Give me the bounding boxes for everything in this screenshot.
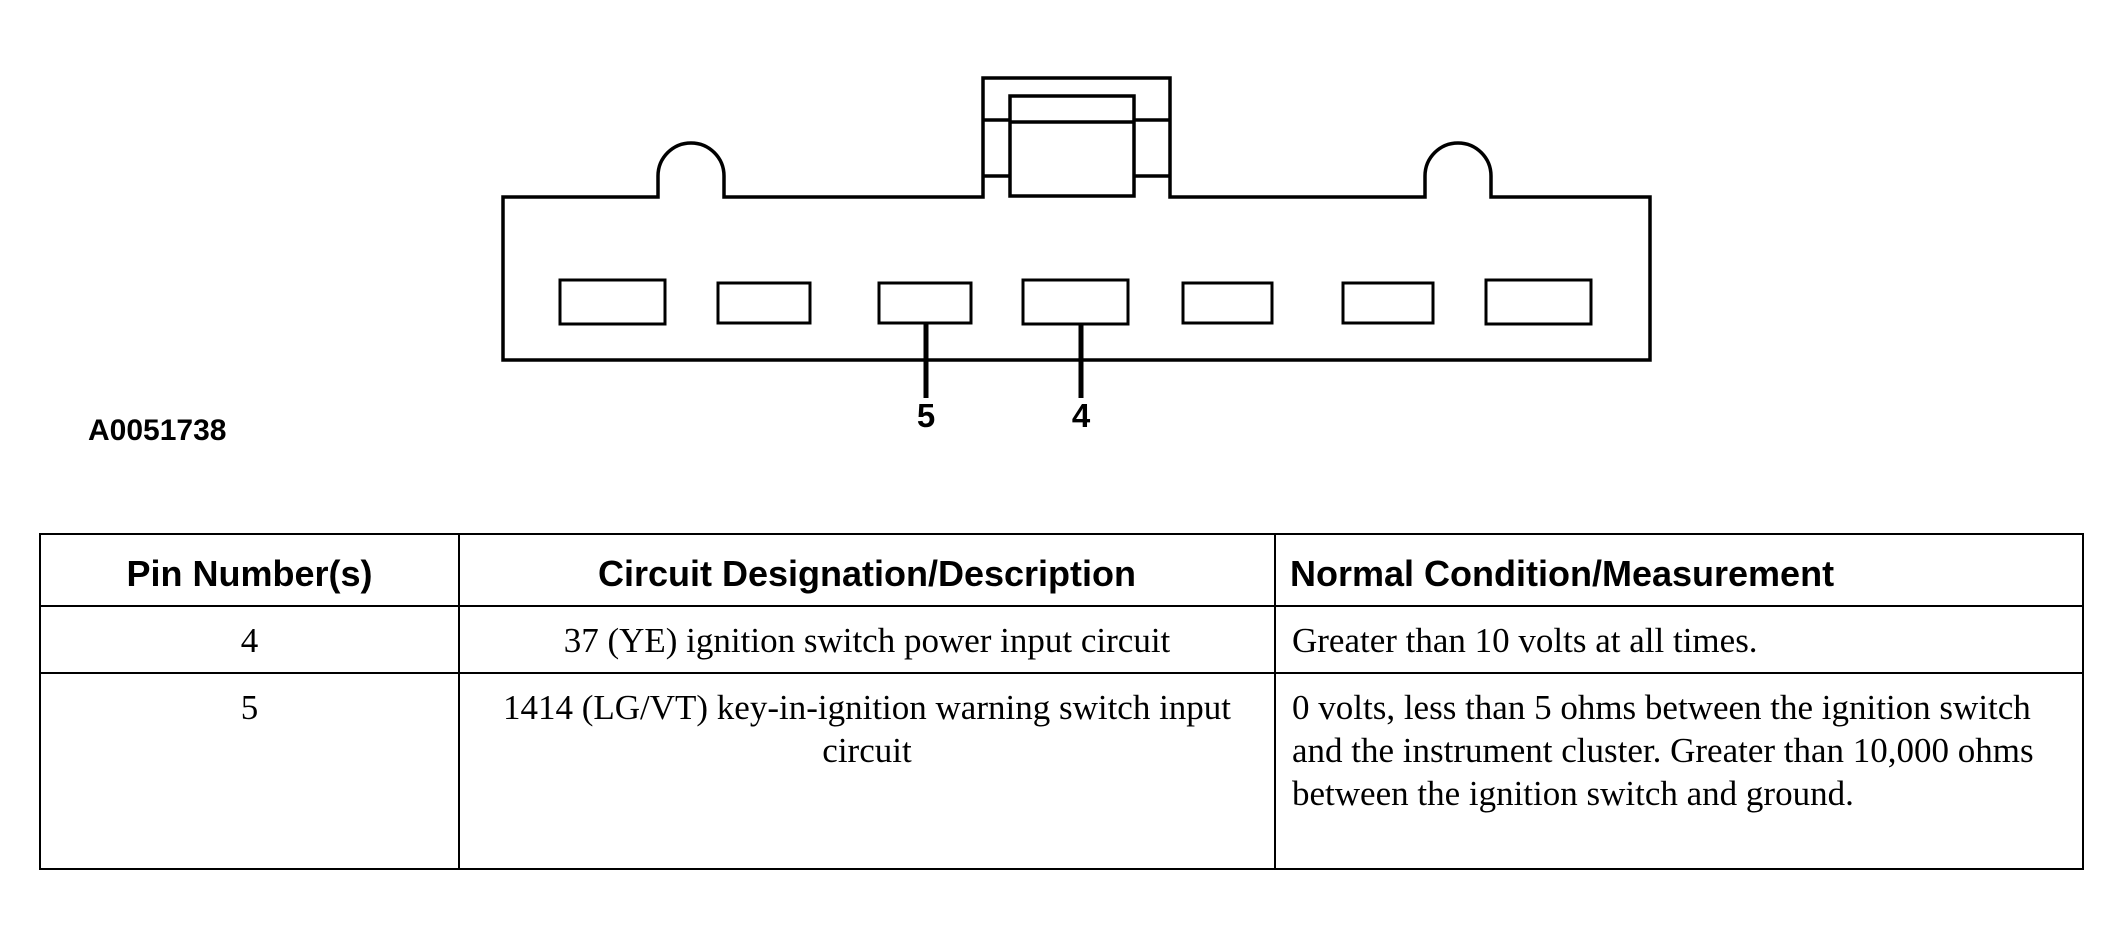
terminal-cavity	[716, 281, 812, 325]
terminal-cavity	[877, 281, 973, 325]
cell-circuit: 37 (YE) ignition switch power input circ…	[458, 605, 1276, 674]
terminal-cavities	[558, 278, 1593, 326]
table-header-row: Pin Number(s) Circuit Designation/Descri…	[39, 533, 2084, 607]
pin-spec-table: Pin Number(s) Circuit Designation/Descri…	[39, 533, 2084, 870]
terminal-cavity	[1341, 281, 1435, 325]
terminal-cavity	[1021, 278, 1130, 326]
header-circuit: Circuit Designation/Description	[458, 533, 1276, 607]
terminal-cavity	[1181, 281, 1274, 325]
table-row: 4 37 (YE) ignition switch power input ci…	[39, 605, 2084, 674]
cell-pin: 5	[39, 672, 460, 870]
terminal-cavity	[558, 278, 667, 326]
cell-measurement: Greater than 10 volts at all times.	[1274, 605, 2084, 674]
connector-body	[501, 76, 1652, 362]
header-pin-number: Pin Number(s)	[39, 533, 460, 607]
cell-measurement: 0 volts, less than 5 ohms between the ig…	[1274, 672, 2084, 870]
cell-pin: 4	[39, 605, 460, 674]
terminal-cavity	[1484, 278, 1593, 326]
pin-leaders	[923, 323, 1084, 398]
pin-label-4: 4	[1072, 397, 1091, 434]
cell-circuit: 1414 (LG/VT) key-in-ignition warning swi…	[458, 672, 1276, 870]
table-row: 5 1414 (LG/VT) key-in-ignition warning s…	[39, 672, 2084, 870]
connector-diagram: 5 4	[501, 76, 1652, 434]
pin-label-5: 5	[917, 397, 935, 434]
figure-id: A0051738	[88, 414, 227, 447]
header-measurement: Normal Condition/Measurement	[1274, 533, 2084, 607]
